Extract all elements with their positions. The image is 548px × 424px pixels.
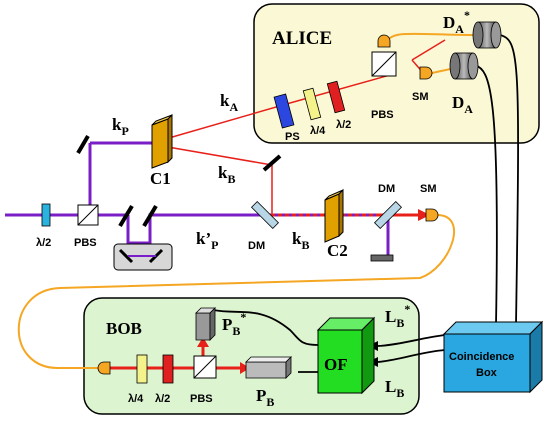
lb-star-label: LB* bbox=[385, 302, 410, 330]
detector-da bbox=[449, 52, 479, 80]
pbs-left-cube bbox=[77, 204, 99, 226]
dm1-label: DM bbox=[248, 240, 265, 252]
bob-arrow-up bbox=[197, 337, 209, 347]
dm2-label: DM bbox=[378, 183, 395, 195]
da-star-label: DA* bbox=[443, 8, 470, 36]
detector-pb-star bbox=[195, 307, 216, 341]
pump-beam bbox=[5, 141, 390, 255]
mirrors bbox=[76, 134, 282, 228]
sm-coupler-bob bbox=[97, 361, 111, 375]
crystal-c1 bbox=[151, 113, 173, 169]
pb-label: PB bbox=[256, 386, 274, 409]
pbs-alice-cube bbox=[371, 51, 397, 77]
qwp-bob-label: λ/4 bbox=[128, 393, 144, 405]
c2-label: C2 bbox=[327, 241, 348, 260]
photon-paths bbox=[161, 39, 446, 215]
ps-label: PS bbox=[285, 131, 300, 143]
bob-arrow-right bbox=[240, 362, 250, 374]
hwp-left bbox=[41, 203, 51, 227]
dm-1 bbox=[250, 200, 280, 230]
da-label: DA bbox=[452, 93, 473, 116]
sm-alice-label: SM bbox=[412, 91, 429, 103]
dm-2 bbox=[373, 200, 403, 230]
beam-dump bbox=[370, 254, 394, 262]
of-unit bbox=[316, 316, 376, 395]
kb-label-2: kB bbox=[292, 229, 309, 252]
sm-coupler-alice-top bbox=[377, 34, 391, 48]
hwp-alice-label: λ/2 bbox=[336, 119, 351, 131]
sm-top-label: SM bbox=[420, 183, 437, 195]
crystal-c2 bbox=[324, 188, 344, 243]
phase-shifter bbox=[273, 93, 295, 129]
sm-coupler-top bbox=[425, 208, 439, 222]
c1-label: C1 bbox=[150, 169, 171, 188]
kpp-label: k’P bbox=[196, 229, 218, 252]
pbs-bob-label: PBS bbox=[190, 393, 213, 405]
coincidence-box bbox=[442, 320, 544, 394]
ka-label: kA bbox=[220, 91, 238, 114]
lb-label: LB bbox=[385, 377, 404, 400]
qwp-alice bbox=[302, 87, 322, 121]
alice-label: ALICE bbox=[272, 28, 332, 49]
kp-label: kP bbox=[112, 115, 129, 138]
of-label: OF bbox=[324, 355, 348, 374]
sm-coupler-alice bbox=[419, 66, 433, 80]
hwp-bob bbox=[162, 354, 174, 384]
hwp-left-label: λ/2 bbox=[36, 237, 51, 249]
bob-label: BOB bbox=[106, 319, 142, 338]
kb-label-1: kB bbox=[218, 163, 235, 186]
pb-star-label: PB* bbox=[222, 310, 246, 338]
hwp-bob-label: λ/2 bbox=[155, 393, 170, 405]
detector-da-star bbox=[472, 21, 502, 49]
pbs-bob-cube bbox=[193, 355, 217, 379]
coincidence-label-line2: Box bbox=[476, 367, 498, 379]
detector-pb bbox=[245, 356, 292, 379]
kb-arrow bbox=[418, 209, 430, 221]
hwp-alice bbox=[326, 80, 346, 114]
pbs-alice-label: PBS bbox=[371, 109, 394, 121]
coincidence-label-line1: Coincidence bbox=[449, 351, 514, 363]
pbs-left-label: PBS bbox=[74, 237, 97, 249]
qwp-alice-label: λ/4 bbox=[310, 125, 326, 137]
qwp-bob bbox=[136, 354, 148, 384]
